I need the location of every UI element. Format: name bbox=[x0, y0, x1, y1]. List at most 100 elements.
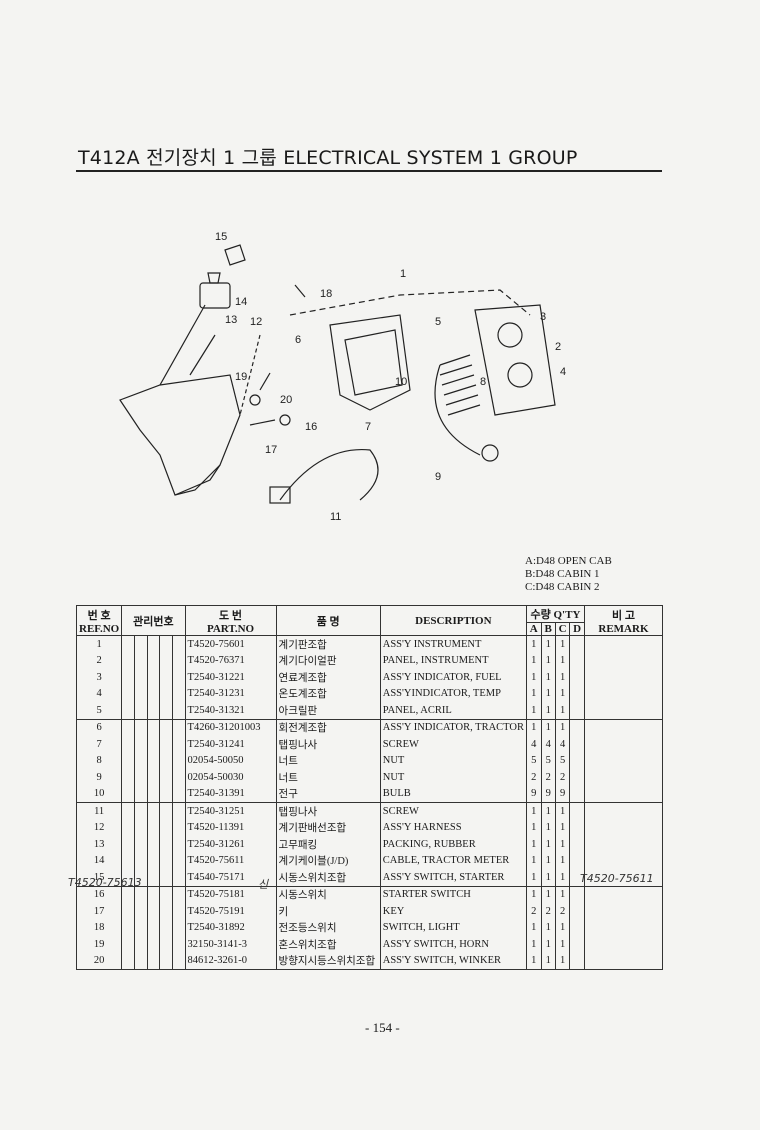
handwritten-note-right: T4520-75611 bbox=[580, 872, 654, 885]
ref-cell: 9 bbox=[75, 769, 123, 786]
qty-b-cell: 1 bbox=[540, 652, 556, 669]
part-no-cell: T4260-31201003 bbox=[184, 718, 277, 736]
qty-c-cell: 1 bbox=[554, 936, 571, 953]
mgmt-cell bbox=[171, 819, 186, 836]
mgmt-cell bbox=[146, 685, 161, 702]
qty-a-cell: 4 bbox=[526, 736, 542, 753]
qty-d-cell bbox=[569, 685, 585, 702]
mgmt-cell bbox=[121, 836, 135, 853]
remark-cell bbox=[583, 903, 664, 920]
kor-name-cell: 계기판배선조합 bbox=[275, 819, 381, 836]
qty-c-cell: 1 bbox=[554, 836, 571, 853]
mgmt-cell bbox=[171, 685, 186, 702]
ref-cell: 6 bbox=[75, 718, 123, 736]
description-cell: ASS'Y INDICATOR, TRACTOR bbox=[379, 718, 527, 736]
mgmt-cell bbox=[133, 819, 148, 836]
description-cell: ASS'Y INDICATOR, FUEL bbox=[379, 669, 527, 686]
qty-c-cell: 1 bbox=[554, 702, 571, 719]
mgmt-cell bbox=[146, 669, 161, 686]
qty-a-cell: 1 bbox=[526, 952, 542, 970]
mgmt-cell bbox=[133, 718, 148, 736]
callout-label: 15 bbox=[215, 231, 227, 243]
callout-label: 6 bbox=[295, 334, 301, 346]
callout-label: 18 bbox=[320, 288, 332, 300]
qty-d-cell bbox=[569, 936, 585, 953]
mgmt-cell bbox=[159, 903, 173, 920]
mgmt-cell bbox=[171, 936, 186, 953]
qty-c-cell: 4 bbox=[554, 736, 571, 753]
description-cell: PACKING, RUBBER bbox=[379, 836, 527, 853]
mgmt-cell bbox=[121, 919, 135, 936]
mgmt-cell bbox=[146, 885, 161, 903]
part-no-cell: T2540-31231 bbox=[184, 685, 277, 702]
remark-cell bbox=[583, 685, 664, 702]
mgmt-cell bbox=[171, 752, 186, 769]
mgmt-cell bbox=[121, 685, 135, 702]
kor-name-cell: 전조등스위치 bbox=[275, 919, 381, 936]
mgmt-cell bbox=[121, 752, 135, 769]
part-no-cell: T2540-31261 bbox=[184, 836, 277, 853]
mgmt-cell bbox=[121, 702, 135, 719]
remark-cell bbox=[583, 769, 664, 786]
qty-c-cell: 1 bbox=[554, 652, 571, 669]
remark-cell bbox=[583, 718, 664, 736]
part-no-cell: T2540-31251 bbox=[184, 802, 277, 820]
callout-label: 2 bbox=[555, 341, 561, 353]
qty-b-cell: 1 bbox=[540, 702, 556, 719]
remark-cell bbox=[583, 635, 664, 653]
kor-name-cell: 탭핑나사 bbox=[275, 802, 381, 820]
qty-b-cell: 5 bbox=[540, 752, 556, 769]
part-no-cell: T4520-76371 bbox=[184, 652, 277, 669]
ref-cell: 15 bbox=[75, 869, 123, 886]
description-cell: PANEL, ACRIL bbox=[379, 702, 527, 719]
qty-d-cell bbox=[569, 885, 585, 903]
mgmt-cell bbox=[171, 952, 186, 970]
ref-cell: 10 bbox=[75, 785, 123, 803]
model-legend: A:D48 OPEN CAB B:D48 CABIN 1 C:D48 CABIN… bbox=[525, 555, 612, 594]
qty-a-cell: 1 bbox=[526, 635, 542, 653]
qty-d-cell bbox=[569, 718, 585, 736]
part-no-cell: T2540-31241 bbox=[184, 736, 277, 753]
qty-b-cell: 1 bbox=[540, 936, 556, 953]
page-number: - 154 - bbox=[365, 1020, 400, 1035]
header-description: DESCRIPTION bbox=[379, 605, 527, 636]
callout-label: 7 bbox=[365, 421, 371, 433]
mgmt-cell bbox=[121, 819, 135, 836]
qty-b-cell: 4 bbox=[540, 736, 556, 753]
mgmt-cell bbox=[133, 852, 148, 869]
mgmt-cell bbox=[121, 952, 135, 970]
ref-cell: 11 bbox=[75, 802, 123, 820]
qty-d-cell bbox=[569, 836, 585, 853]
callout-label: 11 bbox=[330, 511, 341, 523]
remark-cell bbox=[583, 836, 664, 853]
mgmt-cell bbox=[171, 635, 186, 653]
mgmt-cell bbox=[159, 852, 173, 869]
header-qty-b: B bbox=[540, 622, 556, 636]
qty-a-cell: 1 bbox=[526, 936, 542, 953]
qty-b-cell: 1 bbox=[540, 952, 556, 970]
qty-c-cell: 2 bbox=[554, 903, 571, 920]
header-qty-d: D bbox=[569, 622, 585, 636]
ref-cell: 5 bbox=[75, 702, 123, 719]
qty-d-cell bbox=[569, 736, 585, 753]
mgmt-cell bbox=[146, 936, 161, 953]
qty-b-cell: 1 bbox=[540, 885, 556, 903]
part-no-cell: T4520-75191 bbox=[184, 903, 277, 920]
mgmt-cell bbox=[133, 702, 148, 719]
mgmt-cell bbox=[159, 819, 173, 836]
ref-cell: 1 bbox=[75, 635, 123, 653]
qty-a-cell: 1 bbox=[526, 885, 542, 903]
mgmt-cell bbox=[159, 952, 173, 970]
qty-a-cell: 1 bbox=[526, 852, 542, 869]
mgmt-cell bbox=[159, 702, 173, 719]
qty-b-cell: 1 bbox=[540, 819, 556, 836]
mgmt-cell bbox=[171, 669, 186, 686]
